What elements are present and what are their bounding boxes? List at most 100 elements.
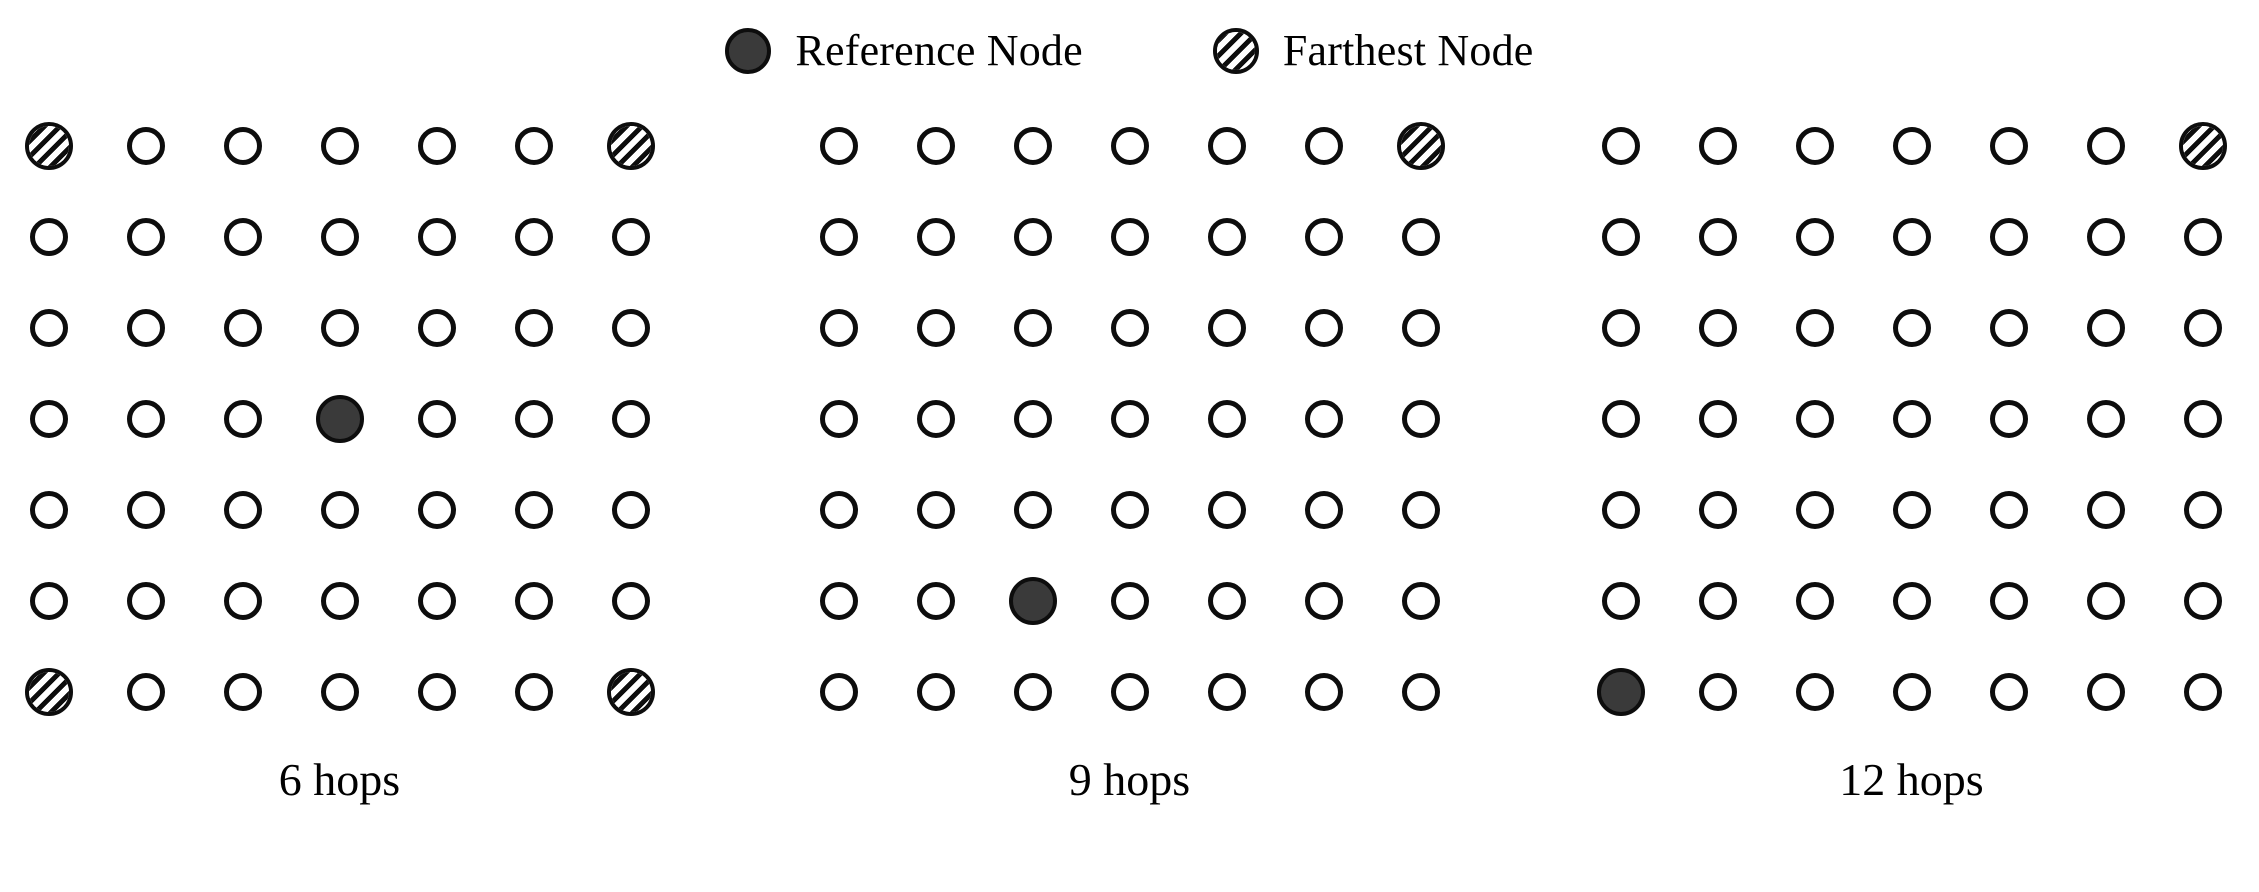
grid-cell	[887, 555, 984, 646]
node-icon	[417, 581, 456, 620]
grid-cell	[582, 464, 679, 555]
node-icon	[1013, 490, 1052, 529]
grid-cell	[1960, 646, 2057, 737]
grid-cell	[0, 191, 97, 282]
node-icon	[320, 217, 359, 256]
grid-cell	[790, 646, 887, 737]
node-icon	[1601, 399, 1640, 438]
node-icon	[916, 308, 955, 347]
node-icon	[1013, 126, 1052, 165]
node-icon	[1207, 308, 1246, 347]
grid-cell	[984, 373, 1081, 464]
node-icon	[29, 581, 68, 620]
node-icon	[2086, 308, 2125, 347]
node-icon	[1698, 126, 1737, 165]
grid-cell	[1081, 191, 1178, 282]
node-icon	[2086, 490, 2125, 529]
node-icon	[1892, 126, 1931, 165]
grid-cell	[2154, 191, 2251, 282]
farthest-node-icon	[24, 667, 73, 716]
grid-cell	[1372, 191, 1469, 282]
grid-cell	[2154, 646, 2251, 737]
grid-cell	[1766, 373, 1863, 464]
legend-label-farthest-node: Farthest Node	[1282, 26, 1534, 75]
grid-cell	[1572, 191, 1669, 282]
grid-cell	[194, 191, 291, 282]
node-icon	[1989, 490, 2028, 529]
node-icon	[1013, 399, 1052, 438]
grid-cell	[97, 555, 194, 646]
grid-cell	[790, 373, 887, 464]
farthest-node-icon	[606, 121, 655, 170]
grid-cell	[1766, 464, 1863, 555]
grid-cell	[1372, 100, 1469, 191]
node-grid	[790, 100, 1469, 737]
node-icon	[1795, 399, 1834, 438]
grid-cell	[1669, 646, 1766, 737]
grid-cell	[388, 100, 485, 191]
grid-cell	[194, 646, 291, 737]
node-icon	[1892, 490, 1931, 529]
grid-cell	[291, 555, 388, 646]
grid-cell	[1572, 646, 1669, 737]
panel-caption: 12 hops	[1839, 754, 1984, 805]
node-icon	[916, 399, 955, 438]
node-icon	[1110, 490, 1149, 529]
node-icon	[1304, 672, 1343, 711]
node-icon	[1892, 399, 1931, 438]
node-icon	[1110, 672, 1149, 711]
node-icon	[1795, 217, 1834, 256]
node-icon	[514, 399, 553, 438]
grid-cell	[1669, 282, 1766, 373]
node-icon	[29, 490, 68, 529]
node-icon	[819, 581, 858, 620]
grid-cell	[790, 100, 887, 191]
grid-cell	[0, 282, 97, 373]
node-icon	[1110, 126, 1149, 165]
grid-cell	[1863, 646, 1960, 737]
farthest-node-icon	[2178, 121, 2227, 170]
node-icon	[916, 126, 955, 165]
grid-cell	[1572, 100, 1669, 191]
node-icon	[819, 126, 858, 165]
node-icon	[916, 581, 955, 620]
node-icon	[417, 672, 456, 711]
grid-cell	[1669, 100, 1766, 191]
node-icon	[1304, 308, 1343, 347]
grid-cell	[2057, 191, 2154, 282]
grid-cell	[1669, 464, 1766, 555]
grid-cell	[2057, 555, 2154, 646]
grid-cell	[1081, 282, 1178, 373]
grid-cell	[582, 100, 679, 191]
grid-cell	[1275, 646, 1372, 737]
grid-cell	[1178, 191, 1275, 282]
node-icon	[916, 490, 955, 529]
grid-cell	[1275, 373, 1372, 464]
grid-cell	[984, 191, 1081, 282]
grid-cell	[0, 646, 97, 737]
grid-cell	[485, 191, 582, 282]
node-icon	[1207, 490, 1246, 529]
grid-cell	[1372, 373, 1469, 464]
grid-cell	[2154, 282, 2251, 373]
node-icon	[1013, 672, 1052, 711]
grid-cell	[485, 464, 582, 555]
node-icon	[1698, 490, 1737, 529]
node-icon	[1698, 672, 1737, 711]
grid-cell	[1178, 100, 1275, 191]
grid-cell	[887, 282, 984, 373]
node-icon	[1013, 308, 1052, 347]
grid-cell	[1178, 646, 1275, 737]
grid-cell	[1572, 282, 1669, 373]
grid-cell	[1081, 373, 1178, 464]
node-icon	[320, 126, 359, 165]
grid-cell	[582, 373, 679, 464]
node-icon	[1989, 308, 2028, 347]
grid-cell	[582, 282, 679, 373]
grid-cell	[1766, 555, 1863, 646]
node-icon	[2183, 308, 2222, 347]
node-icon	[2086, 126, 2125, 165]
node-icon	[1989, 399, 2028, 438]
node-icon	[1304, 399, 1343, 438]
